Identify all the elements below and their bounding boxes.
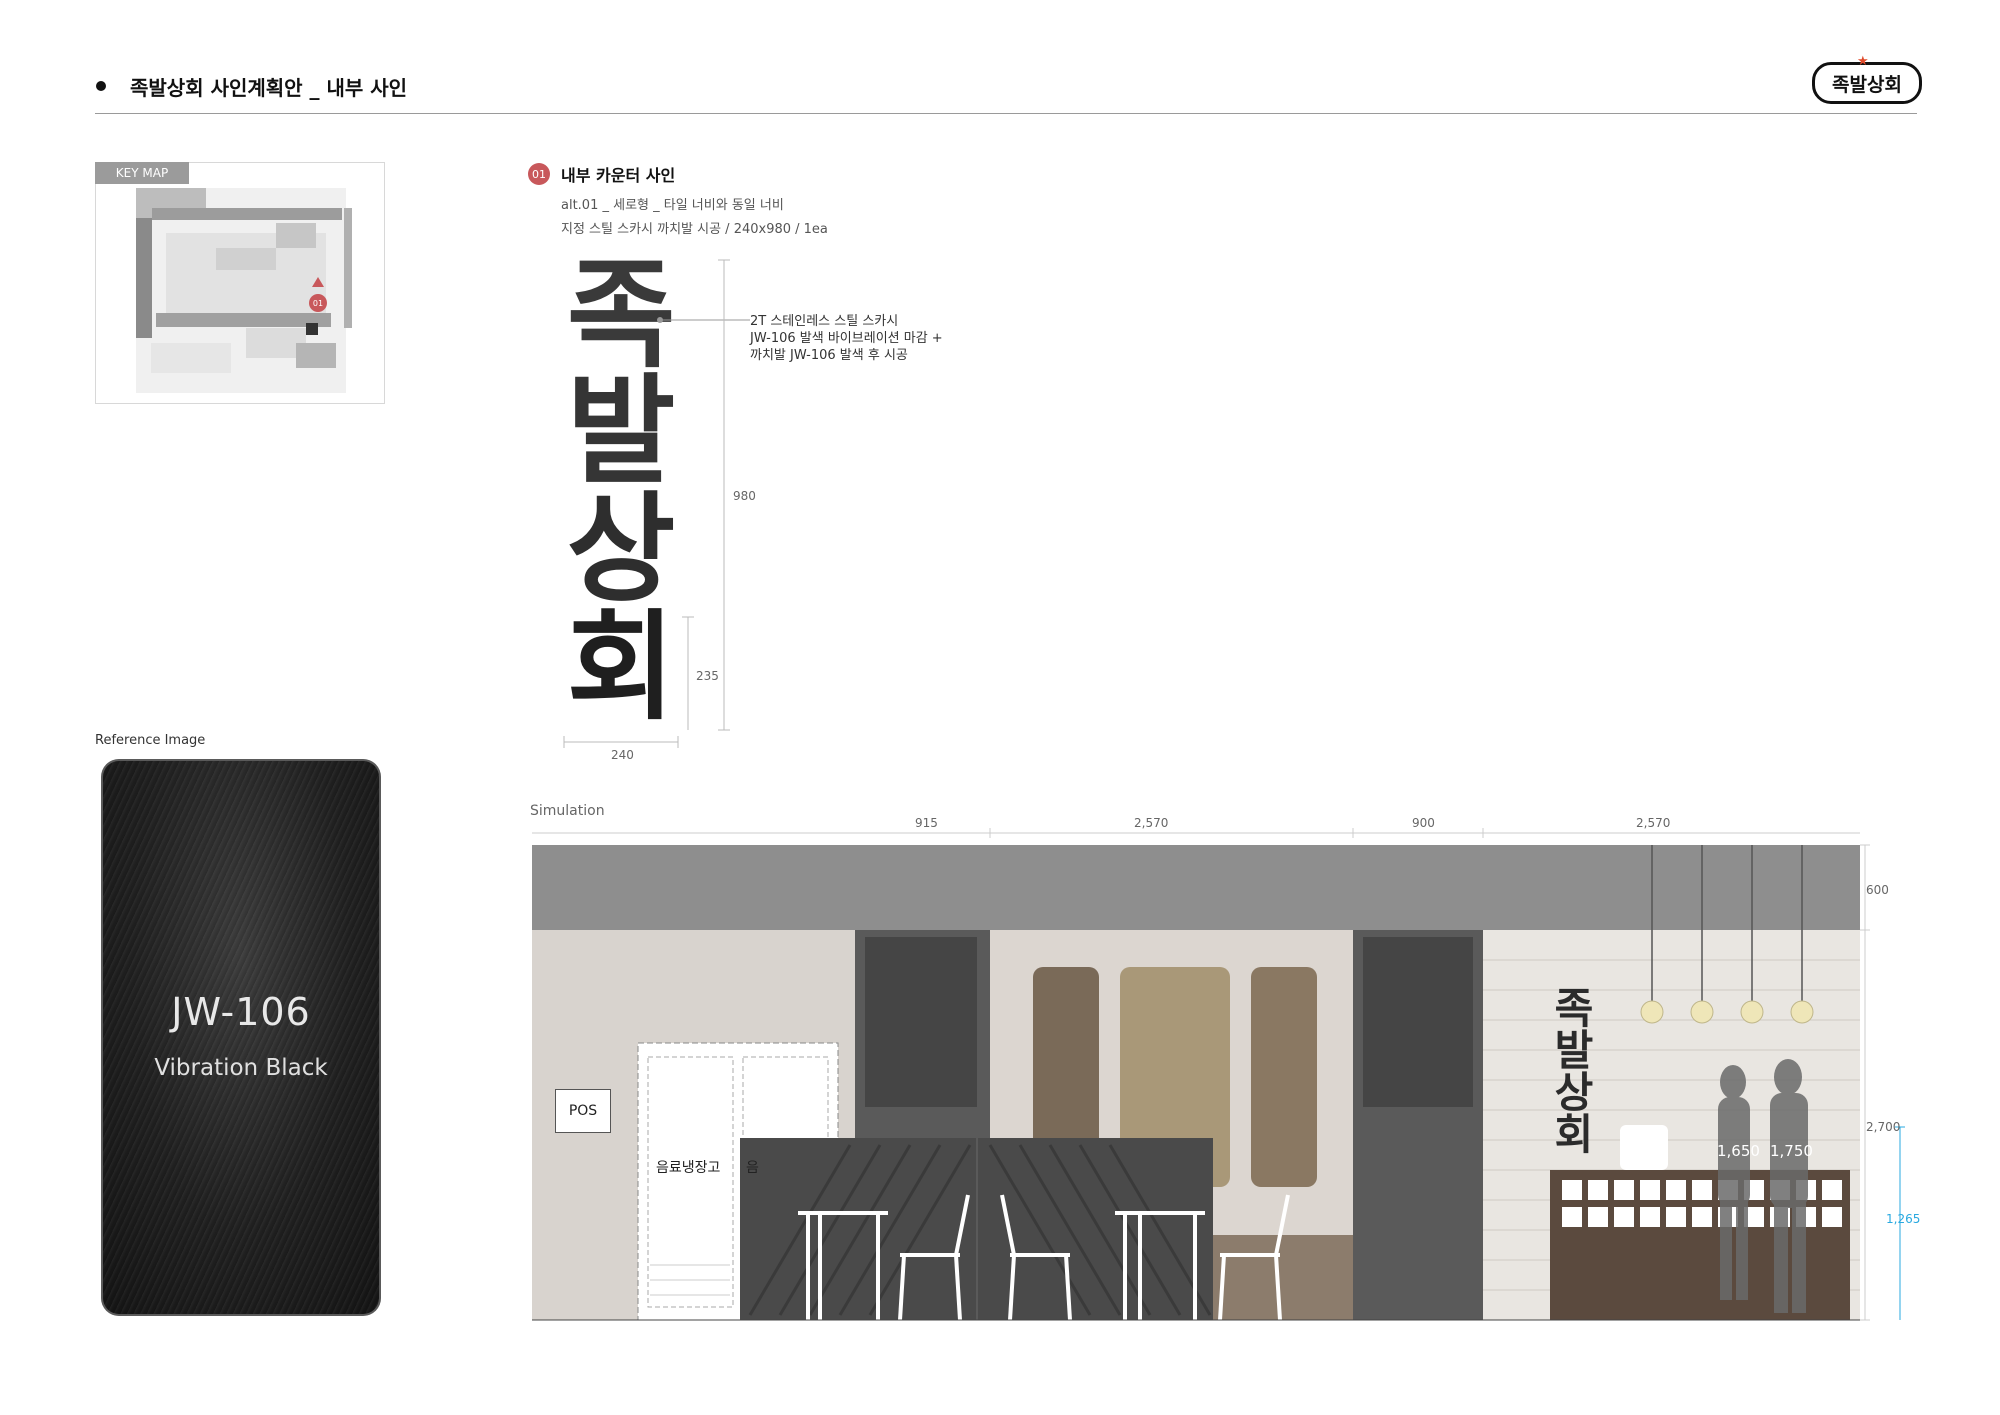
dim-width-3: 900 [1412, 816, 1435, 830]
sign-char-1: 족 [566, 246, 676, 384]
section-title: 내부 카운터 사인 [561, 166, 676, 185]
dim-width-1: 915 [915, 816, 938, 830]
header-divider [95, 113, 1917, 114]
sign-char-2: 발 [566, 362, 676, 500]
wall-sign-char-1: 족 [1554, 984, 1594, 1033]
callout-line-3: 까치발 JW-106 발색 후 시공 [750, 348, 908, 363]
material-name: Vibration Black [154, 1055, 328, 1081]
dim-width-2: 2,570 [1134, 816, 1169, 830]
page-title: 족발상회 사인계획안 _ 내부 사인 [130, 76, 408, 100]
elevation-drawing [532, 828, 1905, 1321]
person-height-1: 1,650 [1717, 1142, 1760, 1160]
simulation-label: Simulation [530, 803, 605, 819]
fridge-label-cut: 음 [746, 1160, 759, 1176]
wall-sign-char-2: 발 [1554, 1026, 1594, 1075]
person-height-2: 1,750 [1770, 1142, 1813, 1160]
sign-char-4: 회 [566, 598, 676, 736]
star-icon: ★ [1857, 54, 1869, 69]
dim-char-label: 235 [696, 669, 719, 683]
brand-logo: 족발상회 [1812, 62, 1922, 104]
wall-sign-char-3: 상 [1554, 1068, 1594, 1117]
bullet-icon [96, 81, 106, 91]
floor-plan-thumbnail [136, 188, 352, 393]
key-map-tag: KEY MAP [95, 162, 189, 184]
reference-label: Reference Image [95, 733, 206, 748]
section-number: 01 [528, 163, 550, 185]
material-code: JW-106 [171, 990, 311, 1034]
fridge-label: 음료냉장고 [656, 1157, 721, 1177]
key-map [95, 162, 385, 404]
dim-sign-height: 1,265 [1886, 1212, 1921, 1226]
callout-line-1: 2T 스테인레스 스틸 스카시 [750, 314, 899, 329]
brand-logo-text: 족발상회 [1832, 73, 1902, 96]
section-spec-line-2: 지정 스틸 스카시 까치발 시공 / 240x980 / 1ea [561, 222, 828, 237]
dim-ceiling: 600 [1866, 883, 1889, 897]
material-swatch [101, 759, 381, 1316]
sign-char-3: 상 [566, 480, 676, 618]
wall-sign-char-4: 회 [1554, 1110, 1594, 1159]
section-spec-line-1: alt.01 _ 세로형 _ 타일 너비와 동일 너비 [561, 198, 784, 213]
dim-width-4: 2,570 [1636, 816, 1671, 830]
sign-callout: 2T 스테인레스 스틸 스카시 JW-106 발색 바이브레이션 마감 + 까치… [750, 313, 943, 364]
dim-height-label: 980 [733, 489, 756, 503]
pos-label: POS [555, 1089, 611, 1133]
dim-total-height: 2,700 [1866, 1120, 1901, 1134]
key-map-marker: 01 [309, 294, 327, 312]
callout-line-2: JW-106 발색 바이브레이션 마감 + [750, 331, 943, 346]
dim-width-label: 240 [611, 748, 634, 762]
sign-dimension-lines [563, 259, 750, 748]
